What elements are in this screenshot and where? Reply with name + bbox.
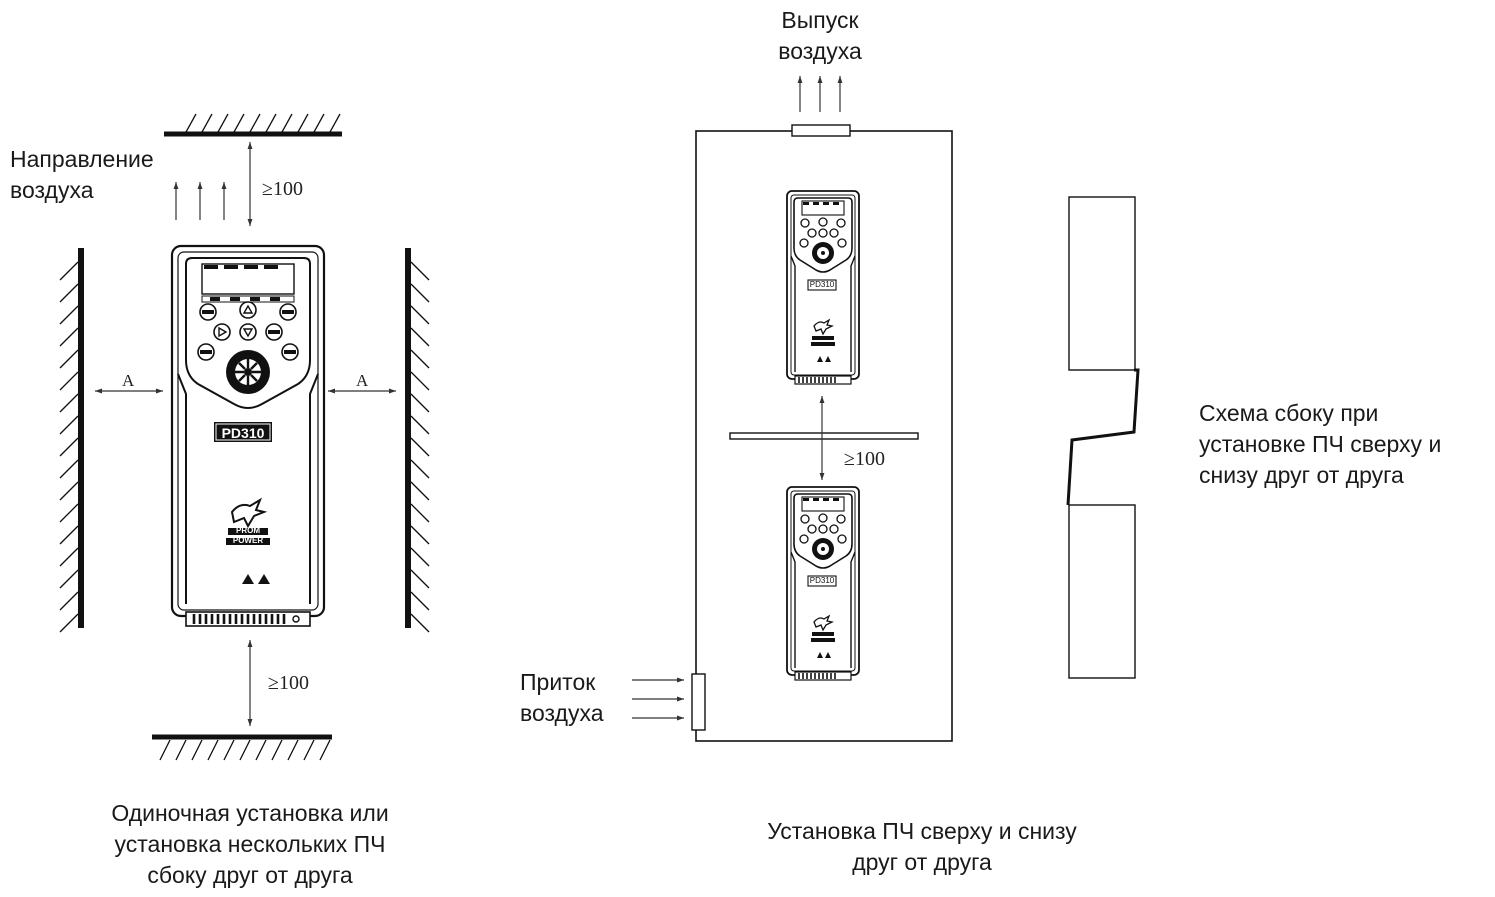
clearance-top-label: ≥100: [262, 178, 303, 200]
side-view-line3: снизу друг от друга: [1199, 462, 1404, 488]
air-outlet-line1: Выпуск: [781, 7, 859, 33]
caption-left-line1: Одиночная установка или: [111, 800, 389, 826]
caption-right-line2: друг от друга: [852, 849, 992, 875]
side-left-label: A: [122, 371, 135, 390]
caption-right-line1: Установка ПЧ сверху и снизу: [767, 818, 1077, 844]
clearance-bottom-label: ≥100: [268, 672, 309, 694]
side-view-line1: Схема сбоку при: [1199, 400, 1379, 426]
model-plate-text-lower: PD310: [809, 576, 835, 585]
side-view-schematic: [1066, 196, 1140, 679]
caption-right: Установка ПЧ сверху и снизу друг от друг…: [700, 816, 1144, 878]
side-view-line2: установке ПЧ сверху и: [1199, 431, 1442, 457]
air-outlet-line2: воздуха: [778, 38, 862, 64]
right-side-wall: [405, 248, 430, 633]
baffle-plate: [729, 432, 919, 440]
air-direction-line1: Направление: [10, 146, 154, 172]
air-inlet-label: Приток воздуха: [520, 667, 604, 729]
clearance-between-label: ≥100: [844, 448, 885, 470]
model-plate-text-upper: PD310: [809, 280, 835, 289]
air-outlet-arrows: [797, 76, 843, 112]
caption-left-line3: сбоку друг от друга: [147, 862, 353, 888]
air-outlet-label: Выпуск воздуха: [760, 5, 880, 67]
brand-name-line1: PROM: [236, 527, 260, 535]
air-direction-line2: воздуха: [10, 177, 94, 203]
bottom-wall: [152, 734, 332, 761]
air-inlet-line2: воздуха: [520, 700, 604, 726]
top-wall: [164, 113, 342, 137]
air-outlet-vent: [791, 124, 851, 137]
caption-left-line2: установка нескольких ПЧ: [114, 831, 386, 857]
brand-name-line2: POWER: [232, 537, 264, 545]
left-side-wall: [59, 248, 84, 633]
air-inlet-arrows: [632, 677, 684, 721]
air-direction-label: Направление воздуха: [10, 144, 154, 206]
side-right-label: A: [356, 371, 369, 390]
air-inlet-vent: [691, 673, 706, 731]
side-view-caption: Схема сбоку при установке ПЧ сверху и сн…: [1199, 398, 1441, 491]
air-direction-arrows: [173, 182, 227, 220]
air-inlet-line1: Приток: [520, 669, 596, 695]
model-plate-text: PD310: [221, 425, 265, 441]
caption-left: Одиночная установка или установка нескол…: [70, 798, 430, 891]
